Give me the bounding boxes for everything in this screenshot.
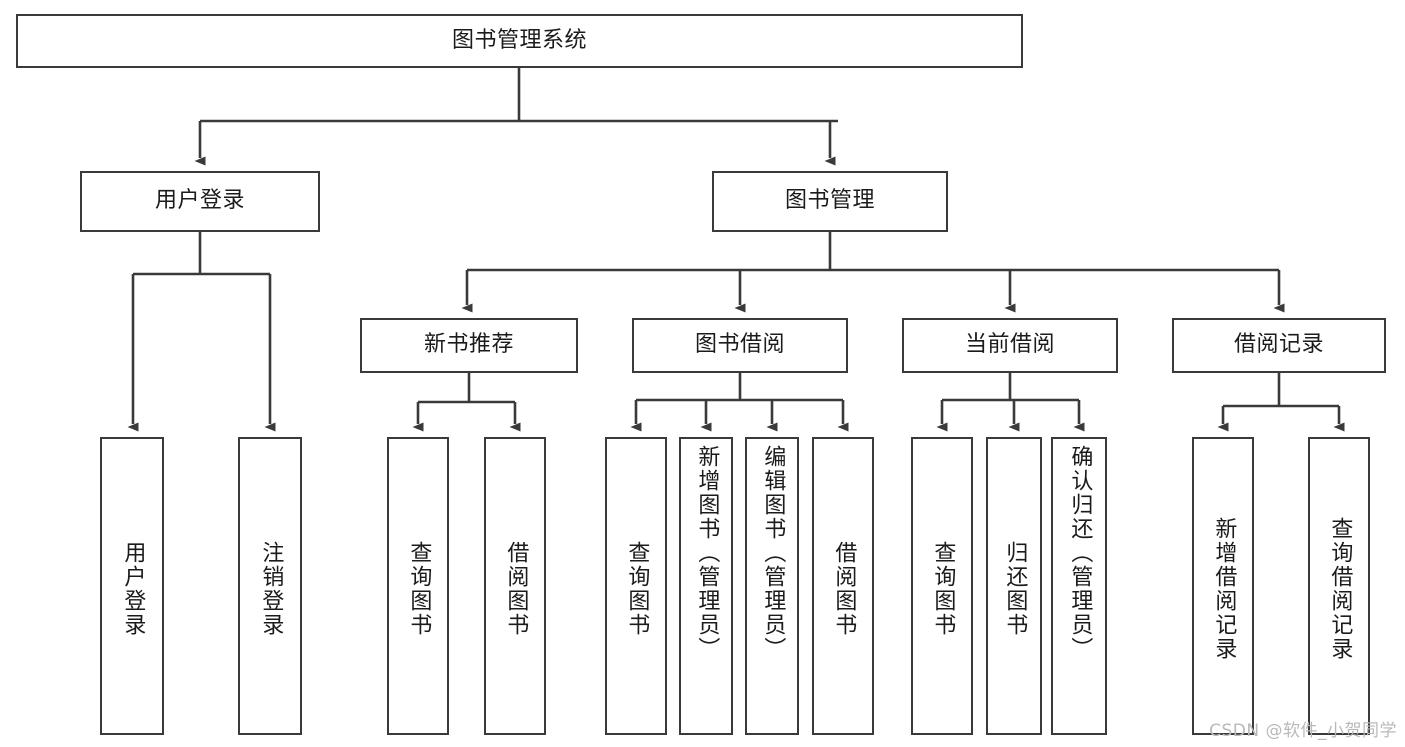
node-borrow-record-label: 借阅记录: [1233, 332, 1324, 358]
node-current-borrow-label: 当前借阅: [964, 332, 1055, 358]
node-borrow-record[interactable]: 借阅记录: [1172, 318, 1386, 373]
leaf-user-login-label: 用户登录: [120, 541, 146, 637]
leaf-return-book-label: 归还图书: [1002, 541, 1028, 637]
leaf-add-borrow-record[interactable]: 新增借阅记录: [1192, 437, 1254, 735]
node-user-login[interactable]: 用户登录: [80, 171, 320, 232]
node-book-management[interactable]: 图书管理: [712, 171, 948, 232]
node-book-borrow[interactable]: 图书借阅: [632, 318, 848, 373]
node-new-book-recommend-label: 新书推荐: [423, 332, 514, 358]
leaf-query-book-recommend-label: 查询图书: [406, 541, 432, 637]
node-root[interactable]: 图书管理系统: [16, 14, 1023, 68]
node-book-borrow-label: 图书借阅: [694, 332, 785, 358]
leaf-confirm-return-admin[interactable]: 确认归还（管理员）: [1051, 437, 1107, 735]
leaf-query-book-borrow[interactable]: 查询图书: [605, 437, 667, 735]
leaf-edit-book-admin[interactable]: 编辑图书（管理员）: [745, 437, 799, 735]
leaf-borrow-book-label: 借阅图书: [831, 541, 857, 637]
leaf-query-borrow-record-label: 查询借阅记录: [1327, 517, 1353, 661]
leaf-borrow-book-recommend-label: 借阅图书: [503, 541, 529, 637]
leaf-return-book[interactable]: 归还图书: [986, 437, 1042, 735]
leaf-add-borrow-record-label: 新增借阅记录: [1211, 517, 1237, 661]
leaf-query-book-current[interactable]: 查询图书: [911, 437, 973, 735]
leaf-query-book-recommend[interactable]: 查询图书: [387, 437, 449, 735]
leaf-borrow-book[interactable]: 借阅图书: [812, 437, 874, 735]
node-root-label: 图书管理系统: [451, 27, 587, 53]
csdn-watermark: CSDN @软件_小贺同学: [1209, 721, 1397, 741]
leaf-logout-login-label: 注销登录: [258, 541, 284, 637]
node-current-borrow[interactable]: 当前借阅: [902, 318, 1118, 373]
leaf-query-book-borrow-label: 查询图书: [624, 541, 650, 637]
leaf-add-book-admin[interactable]: 新增图书（管理员）: [679, 437, 733, 735]
leaf-user-login[interactable]: 用户登录: [100, 437, 164, 735]
leaf-query-borrow-record[interactable]: 查询借阅记录: [1308, 437, 1370, 735]
node-new-book-recommend[interactable]: 新书推荐: [360, 318, 578, 373]
leaf-query-book-current-label: 查询图书: [930, 541, 956, 637]
leaf-edit-book-admin-label: 编辑图书（管理员）: [760, 445, 786, 661]
node-user-login-label: 用户登录: [154, 188, 245, 214]
leaf-borrow-book-recommend[interactable]: 借阅图书: [484, 437, 546, 735]
leaf-logout-login[interactable]: 注销登录: [238, 437, 302, 735]
node-book-management-label: 图书管理: [784, 188, 875, 214]
leaf-add-book-admin-label: 新增图书（管理员）: [694, 445, 720, 661]
leaf-confirm-return-admin-label: 确认归还（管理员）: [1067, 445, 1093, 661]
